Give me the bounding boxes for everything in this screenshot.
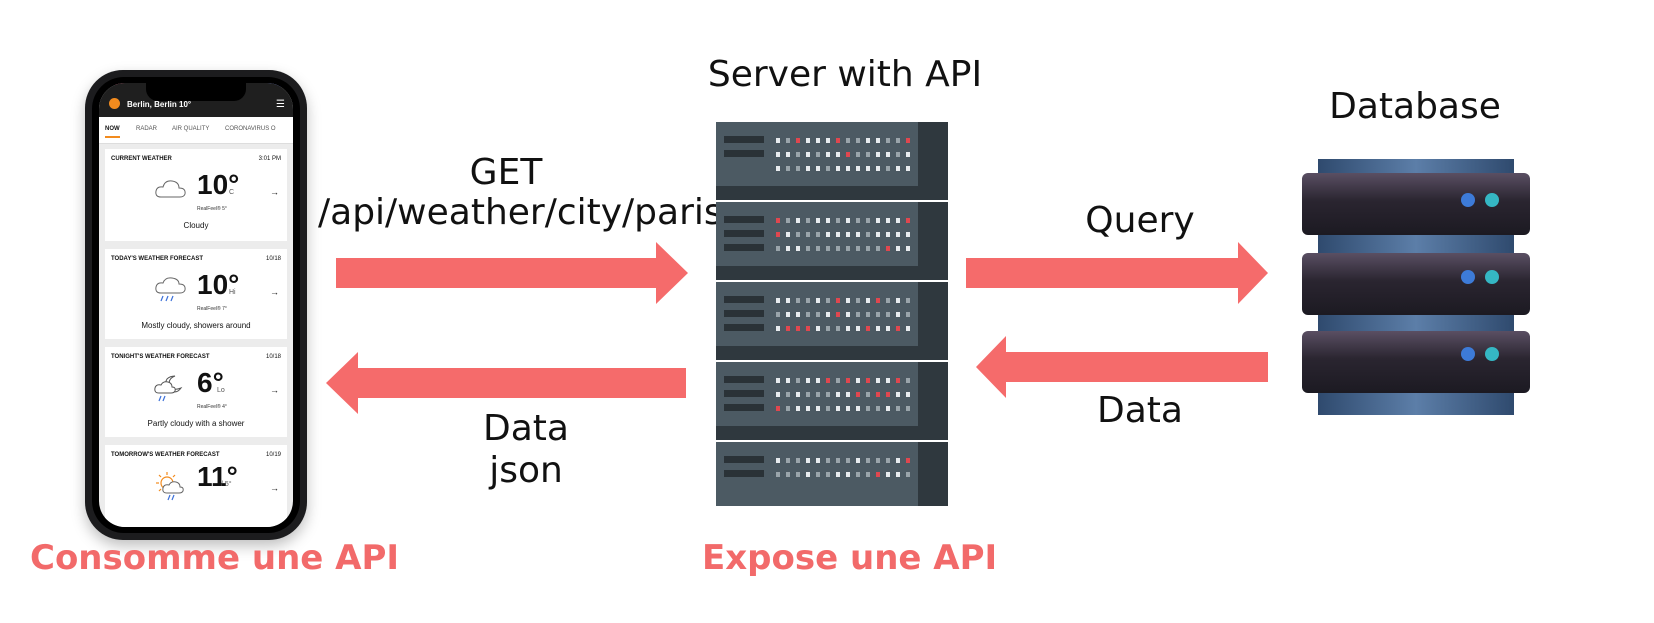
tab-now[interactable]: NOW bbox=[105, 126, 120, 138]
query-arrow bbox=[966, 242, 1268, 304]
response-arrow bbox=[326, 352, 686, 414]
card-title: CURRENT WEATHER bbox=[111, 156, 172, 162]
menu-icon[interactable]: ☰ bbox=[276, 99, 285, 110]
temperature-range: / 5° bbox=[221, 481, 232, 488]
tab-radar[interactable]: RADAR bbox=[136, 126, 158, 132]
request-endpoint: /api/weather/city/paris bbox=[318, 192, 723, 233]
chevron-right-icon[interactable]: → bbox=[270, 287, 279, 297]
server-rack-icon bbox=[716, 122, 948, 506]
tonight-forecast-card[interactable]: TONIGHT'S WEATHER FORECAST 10/18 6° Lo R… bbox=[105, 347, 287, 437]
temperature-unit: Lo bbox=[217, 387, 225, 394]
card-title: TOMORROW'S WEATHER FORECAST bbox=[111, 452, 220, 458]
sun-logo-icon bbox=[109, 98, 120, 109]
card-date: 10/18 bbox=[265, 354, 281, 360]
cloud-icon bbox=[155, 180, 186, 198]
consume-api-title: Consomme une API bbox=[30, 538, 400, 578]
request-method: GET bbox=[469, 152, 543, 193]
db-data-arrow bbox=[976, 336, 1268, 398]
realfeel: RealFeel® 5° bbox=[197, 206, 227, 212]
realfeel: RealFeel® 7° bbox=[197, 306, 227, 312]
sun-cloud-icon bbox=[156, 472, 184, 501]
current-weather-card[interactable]: CURRENT WEATHER 3:01 PM 10° C RealFeel® … bbox=[105, 149, 287, 241]
today-forecast-card[interactable]: TODAY'S WEATHER FORECAST 10/18 10° Hi Re… bbox=[105, 249, 287, 339]
temperature: 6° bbox=[197, 367, 224, 398]
realfeel: RealFeel® 4° bbox=[197, 404, 227, 410]
weather-description: Mostly cloudy, showers around bbox=[141, 321, 251, 330]
response-format-label: json bbox=[489, 450, 563, 491]
chevron-right-icon[interactable]: → bbox=[270, 385, 279, 395]
response-data-label: Data bbox=[483, 408, 569, 449]
database-server-icon bbox=[1302, 159, 1530, 415]
db-data-label: Data bbox=[1097, 390, 1183, 431]
card-date: 10/19 bbox=[265, 452, 281, 458]
smartphone: Berlin, Berlin 10° ☰ NOW RADAR AIR QUALI… bbox=[85, 70, 307, 540]
chevron-right-icon[interactable]: → bbox=[270, 187, 279, 197]
chevron-right-icon[interactable]: → bbox=[270, 483, 279, 493]
tomorrow-forecast-card[interactable]: TOMORROW'S WEATHER FORECAST 10/19 11° / … bbox=[105, 445, 287, 527]
tab-coronavirus[interactable]: CORONAVIRUS O bbox=[225, 126, 276, 132]
card-title: TONIGHT'S WEATHER FORECAST bbox=[111, 354, 210, 360]
city-name: Berlin, Berlin 10° bbox=[127, 100, 192, 109]
moon-cloud-icon bbox=[154, 375, 183, 402]
tab-bar: NOW RADAR AIR QUALITY CORONAVIRUS O bbox=[99, 117, 293, 144]
weather-description: Partly cloudy with a shower bbox=[147, 419, 245, 428]
request-arrow bbox=[336, 242, 688, 304]
temperature: 10° bbox=[197, 169, 240, 200]
card-time: 3:01 PM bbox=[258, 156, 281, 162]
rain-cloud-icon bbox=[155, 277, 186, 302]
temperature-unit: Hi bbox=[229, 289, 236, 296]
weather-app-screen: Berlin, Berlin 10° ☰ NOW RADAR AIR QUALI… bbox=[99, 83, 293, 527]
server-title: Server with API bbox=[707, 54, 983, 95]
card-title: TODAY'S WEATHER FORECAST bbox=[111, 256, 203, 262]
card-date: 10/18 bbox=[265, 256, 281, 262]
temperature: 10° bbox=[197, 269, 240, 300]
weather-description: Cloudy bbox=[183, 221, 209, 230]
query-label: Query bbox=[1085, 200, 1195, 241]
tab-air-quality[interactable]: AIR QUALITY bbox=[172, 126, 210, 132]
expose-api-title: Expose une API bbox=[702, 538, 998, 578]
database-title: Database bbox=[1329, 86, 1501, 127]
temperature: 11° bbox=[197, 461, 238, 492]
temperature-unit: C bbox=[229, 189, 235, 196]
